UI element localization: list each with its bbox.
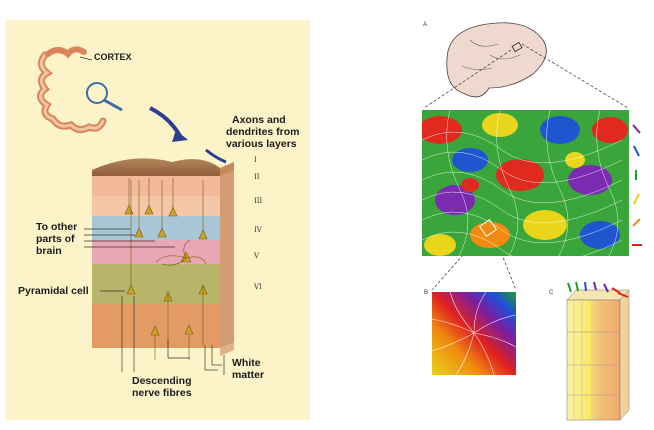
magnifier-lens <box>86 82 108 104</box>
cortex-folds <box>37 46 107 134</box>
layer-label-v: V <box>254 252 260 260</box>
dendrites <box>128 148 227 360</box>
orientation-map <box>422 110 629 256</box>
layer-label-i: I <box>254 156 257 164</box>
panel-label-a: A <box>423 22 428 28</box>
layer-label-iii: III <box>254 197 263 205</box>
panel-label-c: C <box>549 290 554 296</box>
column-panel-c <box>566 281 630 421</box>
left-leader-lines <box>84 228 225 375</box>
layer-label-vi: VI <box>254 283 262 291</box>
layer-label-iv: IV <box>254 226 262 234</box>
panel-label-b: B <box>424 290 429 296</box>
magnifier-handle <box>103 98 123 112</box>
orientation-legend <box>632 124 642 246</box>
cortex-label: CORTEX <box>94 52 132 62</box>
pyramidal-cell-label: Pyramidal cell <box>18 285 89 297</box>
cortex-block <box>92 158 234 356</box>
pinwheel-panel-b <box>431 291 517 376</box>
layer-label-ii: II <box>254 173 260 181</box>
